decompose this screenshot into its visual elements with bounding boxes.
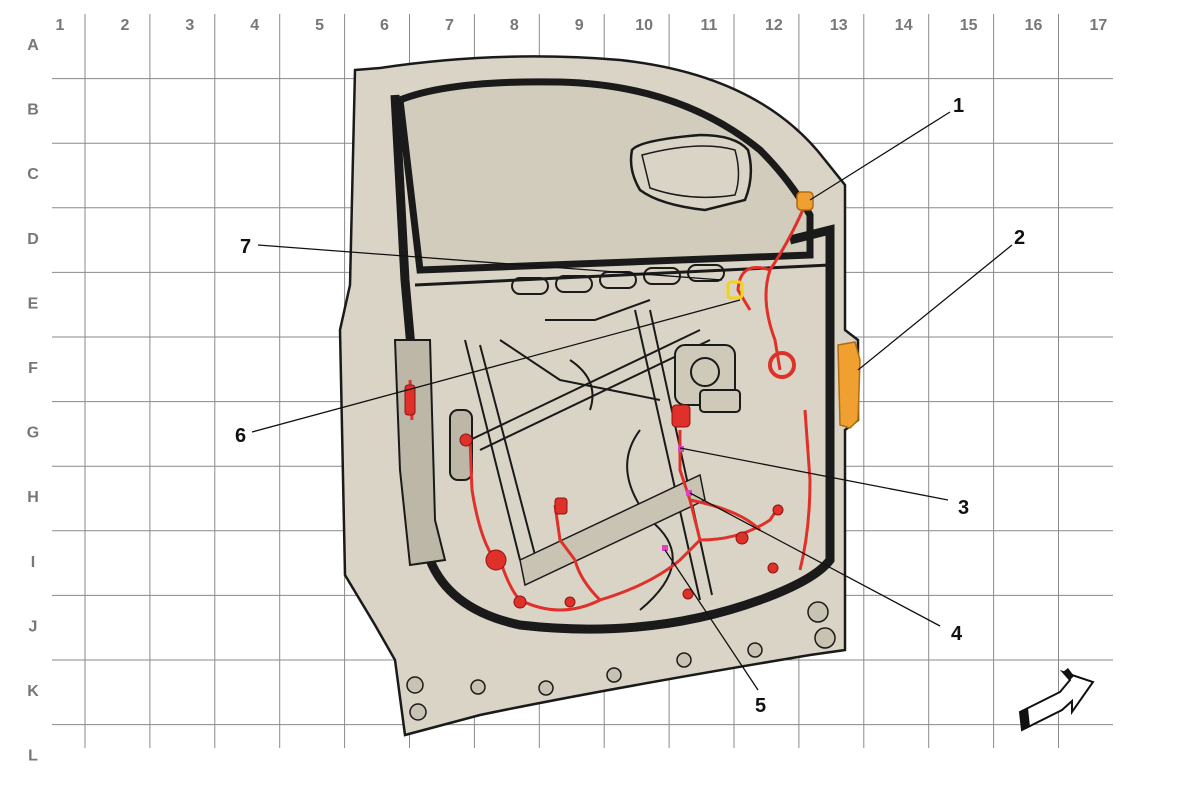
grid-column-label: 17 (1090, 17, 1108, 34)
window-opening (396, 78, 814, 274)
window-motor (674, 344, 741, 413)
row-labels: A B C D E F G H I J K L (27, 37, 39, 765)
grid-column-label: 2 (120, 17, 129, 34)
grid-column-label: 16 (1025, 17, 1043, 34)
forward-arrow-icon (1018, 668, 1095, 732)
grid-column-label: 4 (250, 17, 259, 34)
grid-column-label: 9 (575, 17, 584, 34)
grid-column-label: 14 (895, 17, 913, 34)
magenta-marker-5 (662, 545, 668, 551)
grid-row-label: J (29, 618, 38, 635)
door-seal (390, 94, 835, 634)
grid-row-label: B (27, 102, 39, 119)
grid-column-label: 11 (701, 17, 718, 34)
grid-row-label: E (28, 295, 39, 312)
lower-brace (519, 473, 706, 587)
callout-2: 2 (1014, 227, 1025, 249)
grid-column-label: 8 (510, 17, 519, 34)
grid-row-label: G (27, 425, 39, 442)
callout-5: 5 (755, 695, 766, 717)
magenta-marker-4 (686, 490, 692, 496)
grid-row-label: I (31, 554, 35, 571)
callout-6: 6 (235, 425, 246, 447)
grid-column-label: 13 (830, 17, 848, 34)
rail-slots (511, 264, 725, 295)
callout-4: 4 (951, 623, 963, 645)
callout-3: 3 (958, 497, 969, 519)
grid-row-label: F (28, 360, 38, 377)
grid-row-label: D (27, 231, 39, 248)
grid-row-label: L (28, 748, 38, 765)
drain-holes (406, 601, 836, 721)
door-handle-housing (449, 409, 473, 481)
callout-leaders (251, 111, 1013, 691)
grid-row-label: K (27, 683, 39, 700)
harness-connectors (404, 351, 796, 609)
orange-connector-upper (796, 191, 814, 211)
grid-column-label: 3 (185, 17, 194, 34)
callout-7: 7 (240, 236, 251, 258)
callout-1: 1 (953, 95, 964, 117)
grid-row-label: A (27, 37, 39, 54)
grid-column-label: 15 (960, 17, 978, 34)
door-illustration (338, 55, 860, 737)
grid-column-label: 7 (445, 17, 454, 34)
orange-connector-side (837, 341, 861, 429)
grid-row-label: C (27, 166, 39, 183)
grid-column-label: 6 (380, 17, 389, 34)
grid-row-label: H (27, 489, 39, 506)
magenta-marker-3 (678, 446, 684, 452)
yellow-connector (726, 280, 744, 300)
grid-column-label: 10 (635, 17, 653, 34)
mirror-inner (641, 145, 740, 199)
grid-column-label: 5 (315, 17, 324, 34)
grid-column-label: 12 (765, 17, 783, 34)
grid-column-label: 1 (56, 17, 65, 34)
